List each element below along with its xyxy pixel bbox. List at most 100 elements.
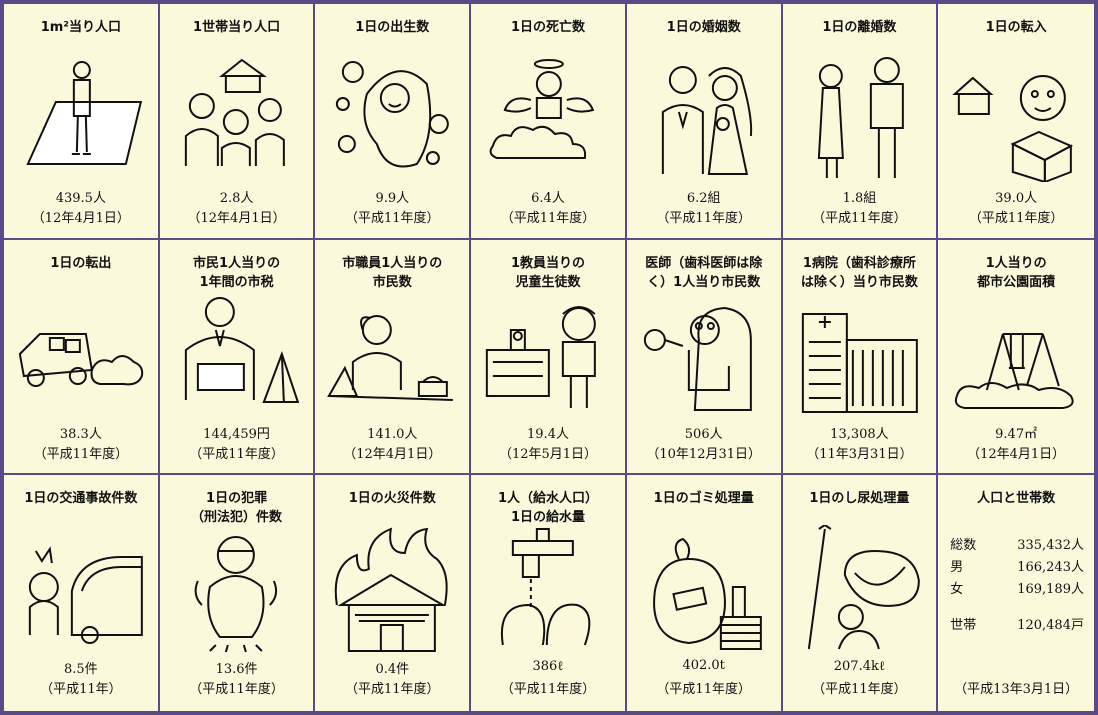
cell-note: （平成11年度）: [345, 211, 440, 226]
cell-value: 9.9人: [375, 191, 410, 206]
park-swing-icon: [948, 290, 1084, 418]
cell-value: 0.4件: [375, 662, 410, 678]
stat-cell-divorces: 1日の離婚数 1.8組 （平成11年度）: [782, 4, 939, 240]
female-label: 女: [950, 582, 964, 598]
cell-note: （平成11年度）: [812, 211, 907, 226]
stat-cell-citizens-per-staff: 市職員1人当りの 市民数 141.0人 （12年4月1日）: [315, 239, 472, 476]
cell-note: （12年5月1日）: [498, 446, 598, 462]
masked-thief-icon: [170, 525, 304, 653]
cell-note: （10年12月31日）: [646, 446, 762, 462]
stat-cell-marriages: 1日の婚姻数 6.2組 （平成11年度）: [626, 4, 783, 240]
cell-value: 141.0人: [367, 426, 418, 442]
cell-note: （平成11年度）: [500, 682, 596, 698]
cell-note: （12年4月1日）: [343, 446, 442, 462]
cell-note: （平成13年3月1日）: [954, 682, 1079, 698]
stat-cell-garbage: 1日のゴミ処理量 402.0t （平成11年度）: [627, 475, 783, 711]
stat-cell-city-tax: 市民1人当りの 1年間の市税 144,459円 （平成11年度）: [159, 239, 316, 476]
angel-cloud-icon: [481, 54, 615, 182]
cell-title: 市職員1人当りの 市民数: [342, 255, 443, 290]
cell-value: 38.3人: [59, 426, 102, 442]
cell-note: （平成11年度）: [189, 446, 284, 462]
cell-title: 1日の転出: [50, 255, 112, 271]
stat-cell-births: 1日の出生数 9.9人 （平成11年度）: [315, 4, 472, 240]
cell-title: 1教員当りの 児童生徒数: [510, 255, 586, 290]
school-teacher-icon: [481, 290, 615, 418]
cell-note: （平成11年度）: [968, 211, 1064, 226]
house-fire-icon: [325, 525, 459, 653]
cell-note: （平成11年度）: [189, 682, 284, 698]
households-label: 世帯: [950, 618, 977, 634]
cell-value: 19.4人: [527, 426, 569, 442]
stat-cell-sewage: 1日のし尿処理量 207.4kℓ （平成11年度）: [783, 475, 939, 711]
cell-title: 医師（歯科医師は除 く）1人当り市民数: [645, 255, 763, 290]
cell-note: （平成11年）: [40, 682, 122, 698]
taxpayer-pyramid-icon: [170, 290, 304, 418]
cell-value: 8.5件: [64, 662, 98, 678]
cell-value: 13,308人: [830, 426, 889, 442]
cell-note: （12年4月1日）: [187, 211, 286, 226]
cell-note: （平成11年度）: [656, 211, 751, 226]
cell-value: 386ℓ: [532, 659, 564, 675]
stat-cell-park-area: 1人当りの 都市公園面積 9.47㎡ （12年4月1日）: [938, 240, 1094, 476]
total-label: 総数: [950, 538, 977, 554]
cell-note: （平成11年度）: [656, 682, 751, 698]
cell-title: 1日の転入: [985, 20, 1047, 35]
cell-value: 506人: [684, 426, 723, 442]
stat-cell-area-density: 1m²当り人口 439.5人 （12年4月1日）: [4, 4, 160, 240]
cell-title: 1日のゴミ処理量: [653, 491, 754, 507]
cell-value: 1.8組: [842, 191, 877, 206]
stat-cell-water-supply: 1人（給水人口） 1日の給水量 386ℓ （平成11年度）: [471, 475, 627, 711]
stat-cell-population-households: 人口と世帯数 総数 335,432人 男 166,243人 女 169,189人…: [938, 475, 1094, 711]
stat-cell-traffic-accidents: 1日の交通事故件数 8.5件 （平成11年）: [4, 475, 160, 711]
stat-cell-move-in: 1日の転入 39.0人 （平成11年度）: [938, 4, 1094, 240]
cell-value: 9.47㎡: [995, 426, 1038, 442]
cell-value: 39.0人: [995, 191, 1038, 206]
office-worker-icon: [325, 290, 459, 418]
stat-cell-move-out: 1日の転出 38.3人 （平成11年度）: [4, 239, 160, 476]
cell-title: 1日の交通事故件数: [24, 491, 138, 507]
cell-title: 1日の火災件数: [348, 491, 436, 507]
cell-note: （平成11年度）: [345, 682, 440, 698]
households-row: 世帯 120,484戸: [946, 615, 1088, 637]
cell-title: 1日の出生数: [355, 20, 430, 35]
cell-value: 13.6件: [215, 662, 258, 678]
cell-title: 1日の離婚数: [822, 20, 897, 35]
cell-note: （平成11年度）: [33, 446, 129, 462]
cell-value: 6.4人: [531, 191, 565, 206]
standing-man-icon: [14, 54, 148, 182]
cell-value: 207.4kℓ: [833, 659, 886, 675]
male-label: 男: [950, 560, 964, 576]
households-value: 120,484戸: [1017, 618, 1084, 634]
statistics-board: 1m²当り人口 439.5人 （12年4月1日） 1世帯当り人口 2.8人 （1…: [4, 4, 1094, 711]
cell-title: 1日のし尿処理量: [809, 491, 910, 507]
cell-note: （平成11年度）: [500, 211, 596, 226]
baby-bubbles-icon: [325, 54, 459, 182]
cell-title: 1日の婚姻数: [666, 20, 741, 35]
population-total-row: 総数 335,432人: [946, 535, 1088, 557]
population-female-row: 女 169,189人: [946, 579, 1088, 601]
garbage-bag-icon: [637, 525, 771, 653]
female-value: 169,189人: [1017, 582, 1084, 598]
population-male-row: 男 166,243人: [946, 557, 1088, 579]
cell-value: 6.2組: [686, 191, 721, 206]
stat-cell-citizens-per-doctor: 医師（歯科医師は除 く）1人当り市民数 506人 （10年12月31日）: [626, 239, 783, 476]
cell-title: 市民1人当りの 1年間の市税: [193, 255, 281, 290]
cell-title: 1日の犯罪 （刑法犯）件数: [191, 491, 283, 526]
stat-cell-household-size: 1世帯当り人口 2.8人 （12年4月1日）: [159, 4, 316, 240]
cell-note: （12年4月1日）: [31, 211, 130, 226]
cell-value: 2.8人: [219, 191, 254, 206]
separated-couple-icon: [793, 54, 927, 182]
cell-note: （平成11年度）: [812, 682, 907, 698]
cell-note: （11年3月31日）: [806, 446, 913, 462]
stat-cell-deaths: 1日の死亡数 6.4人 （平成11年度）: [471, 4, 627, 240]
total-value: 335,432人: [1017, 538, 1084, 554]
cell-value: 402.0t: [682, 658, 725, 674]
moving-truck-icon: [14, 290, 148, 418]
hospital-building-icon: [793, 290, 927, 418]
moving-in-icon: [948, 54, 1084, 182]
doctor-stethoscope-icon: [637, 290, 771, 418]
stat-cell-crimes: 1日の犯罪 （刑法犯）件数 13.6件 （平成11年度）: [160, 475, 316, 711]
cell-value: 439.5人: [55, 191, 106, 206]
cell-title: 1人当りの 都市公園面積: [977, 255, 1056, 290]
family-house-icon: [170, 54, 304, 182]
